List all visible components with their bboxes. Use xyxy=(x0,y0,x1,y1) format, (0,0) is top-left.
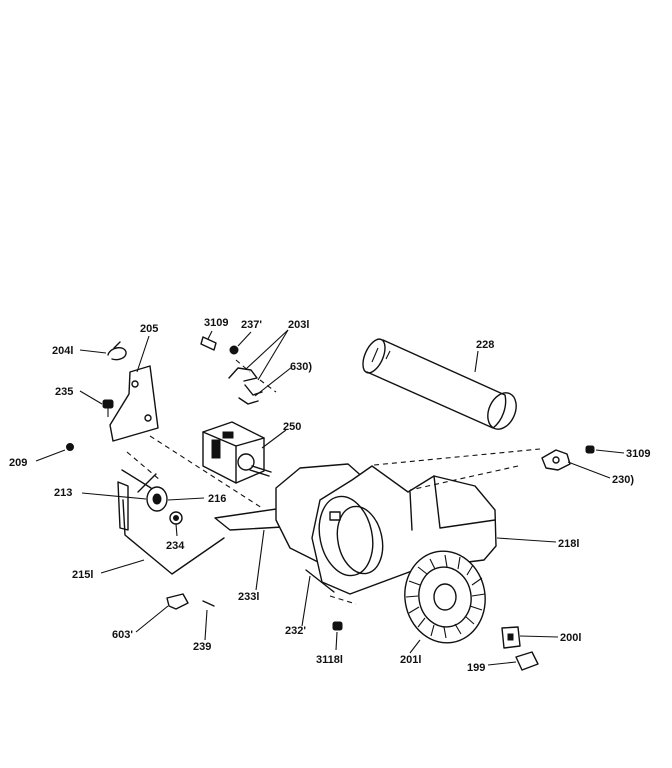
motor-mount-bracket-205 xyxy=(109,365,159,442)
blower-wheel-fins xyxy=(405,554,486,639)
assembly-guide-lines xyxy=(126,359,541,605)
clip-237 xyxy=(229,345,239,355)
bracket-230 xyxy=(541,449,571,471)
callout-199: 199 xyxy=(467,662,485,674)
callout-216: 216 xyxy=(208,493,226,505)
callout-230: 230) xyxy=(612,474,634,486)
callout-200: 200l xyxy=(560,632,581,644)
callout-labels: 3109 237' 203l 630) 228 205 204l 235 250… xyxy=(9,317,650,674)
callout-3109-top: 3109 xyxy=(204,317,228,329)
clips-203 xyxy=(228,367,263,405)
callout-228: 228 xyxy=(476,339,494,351)
callout-232: 232' xyxy=(285,625,306,637)
callout-209: 209 xyxy=(9,457,27,469)
callout-234: 234 xyxy=(166,540,185,552)
callout-603: 603' xyxy=(112,629,133,641)
callout-201: 201l xyxy=(400,654,421,666)
clip-200 xyxy=(501,626,521,649)
screw-209 xyxy=(66,443,74,451)
callout-233: 233l xyxy=(238,591,259,603)
callout-218: 218l xyxy=(558,538,579,550)
screw-239 xyxy=(202,600,215,607)
exhaust-duct-228 xyxy=(362,338,517,430)
screw-3109-right xyxy=(585,445,595,454)
callout-239: 239 xyxy=(193,641,211,653)
callout-205: 205 xyxy=(140,323,158,335)
screw-3118 xyxy=(332,621,343,631)
callout-3118: 3118l xyxy=(316,654,343,666)
callout-leaders xyxy=(35,329,625,666)
idler-pulley-216 xyxy=(146,486,168,512)
callout-630: 630) xyxy=(290,361,312,373)
callout-250: 250 xyxy=(283,421,301,433)
thermostat-199 xyxy=(515,651,539,671)
blower-wheel-201 xyxy=(404,550,486,644)
callout-213: 213 xyxy=(54,487,72,499)
callout-235: 235 xyxy=(55,386,73,398)
callout-204: 204l xyxy=(52,345,73,357)
idler-assembly-213 xyxy=(117,469,157,531)
shaft-232 xyxy=(305,569,335,593)
screw-3109-top xyxy=(200,336,217,351)
callout-3109-right: 3109 xyxy=(626,448,650,460)
washer-234 xyxy=(169,511,183,525)
switch-603 xyxy=(166,593,189,610)
rod-215 xyxy=(122,499,225,575)
timer-250 xyxy=(202,421,272,484)
clip-204 xyxy=(107,341,127,361)
callout-215: 215l xyxy=(72,569,93,581)
screw-235 xyxy=(102,399,114,417)
callout-203: 203l xyxy=(288,319,309,331)
callout-237: 237' xyxy=(241,319,262,331)
